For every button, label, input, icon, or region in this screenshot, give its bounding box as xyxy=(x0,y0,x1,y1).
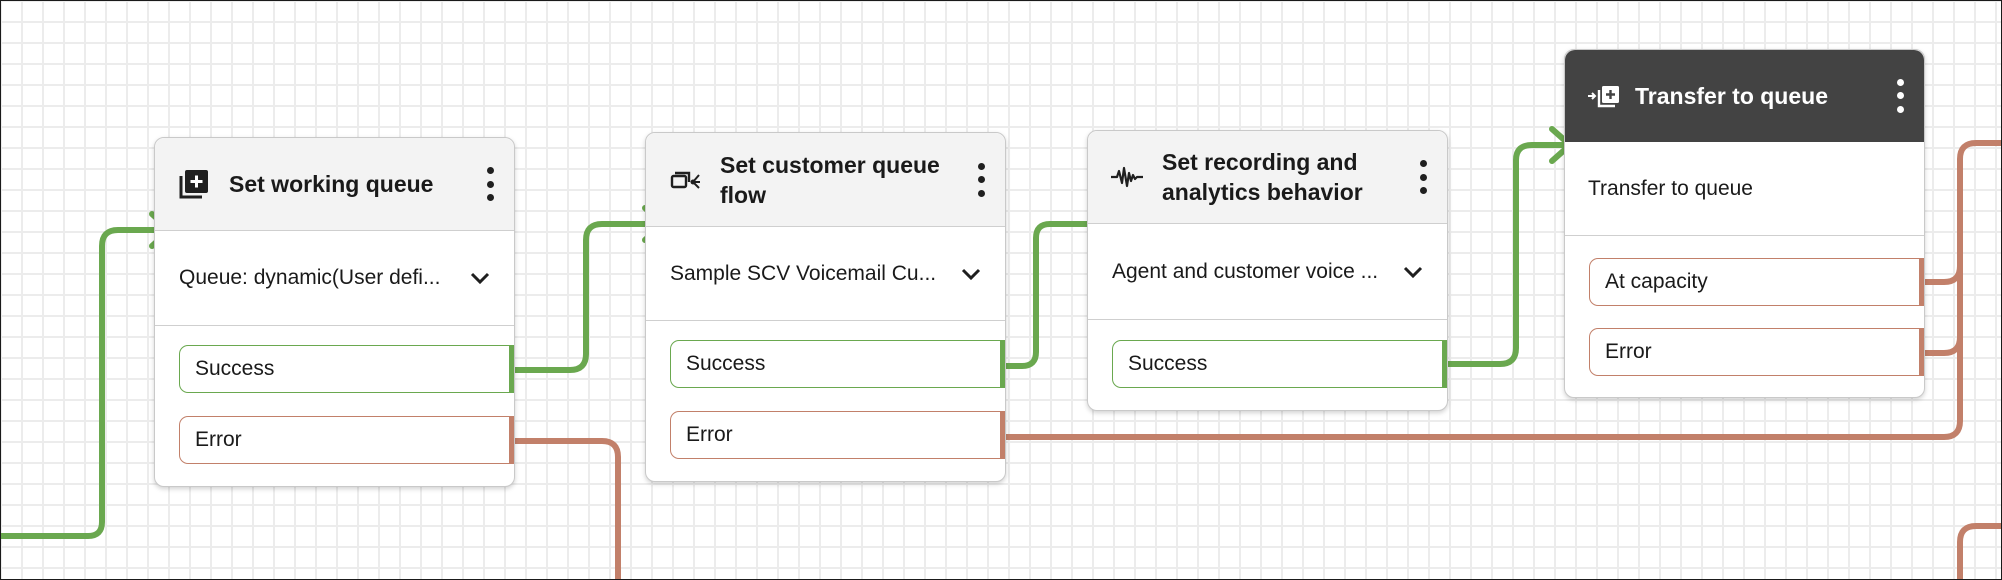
block-header[interactable]: Set working queue xyxy=(155,138,514,231)
port-at-capacity[interactable]: At capacity xyxy=(1589,258,1924,306)
customer-flow-icon xyxy=(668,167,702,193)
block-title: Set customer queue flow xyxy=(720,151,940,208)
block-transfer-to-queue[interactable]: Transfer to queue Transfer to queue At c… xyxy=(1564,49,1925,398)
block-header[interactable]: Set customer queue flow xyxy=(646,133,1005,227)
transfer-queue-icon xyxy=(1587,83,1621,109)
description-text: Transfer to queue xyxy=(1588,176,1753,200)
flow-dropdown[interactable]: Sample SCV Voicemail Cu... xyxy=(646,227,1005,321)
more-options-icon[interactable] xyxy=(1419,160,1427,194)
port-success[interactable]: Success xyxy=(1112,340,1447,388)
connector-error-transfer xyxy=(1921,334,1963,356)
waveform-icon xyxy=(1110,166,1144,188)
dropdown-value: Sample SCV Voicemail Cu... xyxy=(670,261,937,285)
connector-success-into-set-working-queue xyxy=(0,227,171,539)
port-success[interactable]: Success xyxy=(670,340,1005,388)
block-set-customer-queue-flow[interactable]: Set customer queue flow Sample SCV Voice… xyxy=(645,132,1006,482)
block-header[interactable]: Transfer to queue xyxy=(1565,50,1924,142)
port-success[interactable]: Success xyxy=(179,345,514,393)
more-options-icon[interactable] xyxy=(1896,78,1904,113)
connector-success-set-customer-queue-flow xyxy=(1002,221,1109,369)
chevron-down-icon xyxy=(1403,266,1423,278)
block-title: Set working queue xyxy=(229,171,434,197)
connector-success-set-working-queue xyxy=(512,221,663,373)
chevron-down-icon xyxy=(961,268,981,280)
connector-success-set-recording xyxy=(1444,142,1570,367)
queue-add-icon xyxy=(177,168,211,200)
port-error[interactable]: Error xyxy=(179,416,514,464)
more-options-icon[interactable] xyxy=(977,162,985,197)
block-set-recording-analytics[interactable]: Set recording and analytics behavior Age… xyxy=(1087,130,1448,411)
chevron-down-icon xyxy=(470,272,490,285)
block-title: Set recording and analytics behavior xyxy=(1162,149,1363,205)
block-set-working-queue[interactable]: Set working queue Queue: dynamic(User de… xyxy=(154,137,515,487)
block-description: Transfer to queue xyxy=(1565,142,1924,236)
connector-at-capacity-transfer xyxy=(1921,263,1963,285)
block-header[interactable]: Set recording and analytics behavior xyxy=(1088,131,1447,224)
connector-error-set-customer-queue-flow xyxy=(1002,140,2002,440)
connector-partial-bottom-right xyxy=(1957,523,2002,580)
block-title: Transfer to queue xyxy=(1635,82,1828,109)
recording-dropdown[interactable]: Agent and customer voice ... xyxy=(1088,224,1447,320)
port-error[interactable]: Error xyxy=(670,411,1005,459)
queue-dropdown[interactable]: Queue: dynamic(User defi... xyxy=(155,231,514,326)
more-options-icon[interactable] xyxy=(486,167,494,201)
dropdown-value: Queue: dynamic(User defi... xyxy=(179,266,441,289)
connector-error-set-working-queue xyxy=(512,438,621,580)
dropdown-value: Agent and customer voice ... xyxy=(1112,259,1379,283)
port-error[interactable]: Error xyxy=(1589,328,1924,376)
